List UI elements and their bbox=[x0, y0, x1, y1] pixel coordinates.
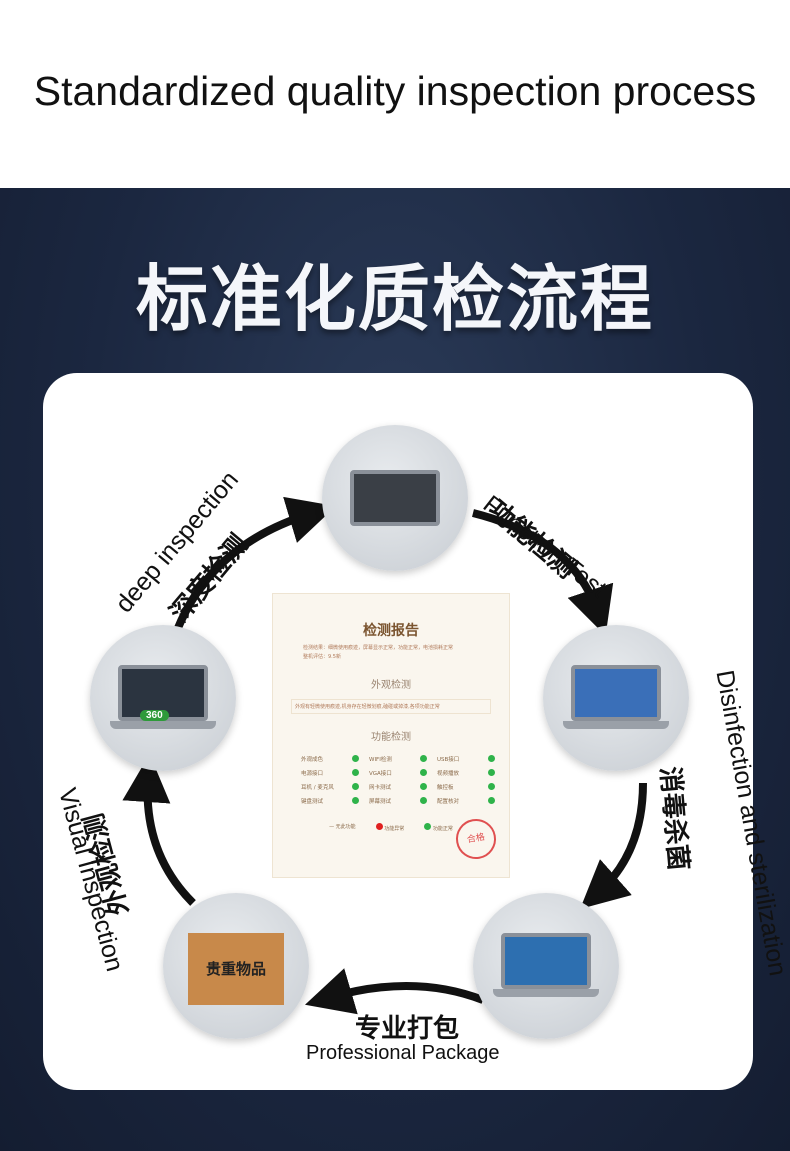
check-item: 电源接口 bbox=[301, 769, 369, 777]
visual-inspection-image: 贵重物品 bbox=[163, 893, 309, 1039]
packaging-image bbox=[473, 893, 619, 1039]
banner-title: 标准化质检流程 bbox=[135, 257, 654, 341]
inspection-report: 检测报告 检测结果：细微使用痕迹，屏幕显示正常，功能正常，电池损耗正常 整机评估… bbox=[272, 593, 510, 878]
360-badge: 360 bbox=[140, 710, 169, 721]
check-item: 外观成色 bbox=[301, 755, 369, 763]
cycle-arrows bbox=[122, 496, 647, 1015]
deep-inspection-image: 360 bbox=[90, 625, 236, 771]
report-title: 检测报告 bbox=[363, 623, 419, 639]
function-grid: 外观成色 WIFI检测 USB接口 电源接口 VGA接口 视频播放 耳机 / 麦… bbox=[301, 755, 509, 805]
check-item: 视频播放 bbox=[437, 769, 505, 777]
arrow-5 bbox=[122, 754, 196, 906]
arrow-2 bbox=[472, 509, 614, 636]
report-legend: — 无此功能 功能异常 功能正常 bbox=[273, 823, 509, 832]
disinfection-image bbox=[543, 625, 689, 771]
appearance-text: 外观有轻微使用痕迹,机身存在轻微划痕,磕碰或掉漆,各项功能正常 bbox=[291, 699, 491, 714]
check-item: 键盘测试 bbox=[301, 797, 369, 805]
check-item: 网卡测试 bbox=[369, 783, 437, 791]
box-label: 贵重物品 bbox=[188, 933, 284, 1005]
arrow-3 bbox=[580, 782, 647, 909]
legend-ok: 功能正常 bbox=[424, 823, 453, 832]
legend-none: — 无此功能 bbox=[329, 824, 356, 830]
check-item: VGA接口 bbox=[369, 769, 437, 777]
arrow-1 bbox=[174, 496, 336, 630]
appearance-heading: 外观检测 bbox=[371, 680, 411, 691]
check-item: WIFI检测 bbox=[369, 755, 437, 763]
report-summary-2: 整机评估：9.5新 bbox=[303, 654, 341, 660]
check-item: 屏幕测试 bbox=[369, 797, 437, 805]
function-test-image bbox=[322, 425, 468, 571]
header: Standardized quality inspection process bbox=[0, 0, 790, 188]
packaging-en: Professional Package bbox=[306, 1042, 500, 1064]
report-summary-1: 检测结果：细微使用痕迹，屏幕显示正常，功能正常，电池损耗正常 bbox=[303, 645, 454, 651]
arrow-4 bbox=[304, 968, 485, 1015]
legend-error: 功能异常 bbox=[375, 823, 404, 832]
check-item: 配置核对 bbox=[437, 797, 505, 805]
page-title: Standardized quality inspection process bbox=[33, 68, 757, 114]
function-heading: 功能检测 bbox=[371, 732, 411, 743]
check-item: 耳机 / 麦克风 bbox=[301, 783, 369, 791]
packaging-zh: 专业打包 bbox=[355, 1014, 460, 1044]
check-item: USB接口 bbox=[437, 755, 505, 763]
check-item: 触控板 bbox=[437, 783, 505, 791]
